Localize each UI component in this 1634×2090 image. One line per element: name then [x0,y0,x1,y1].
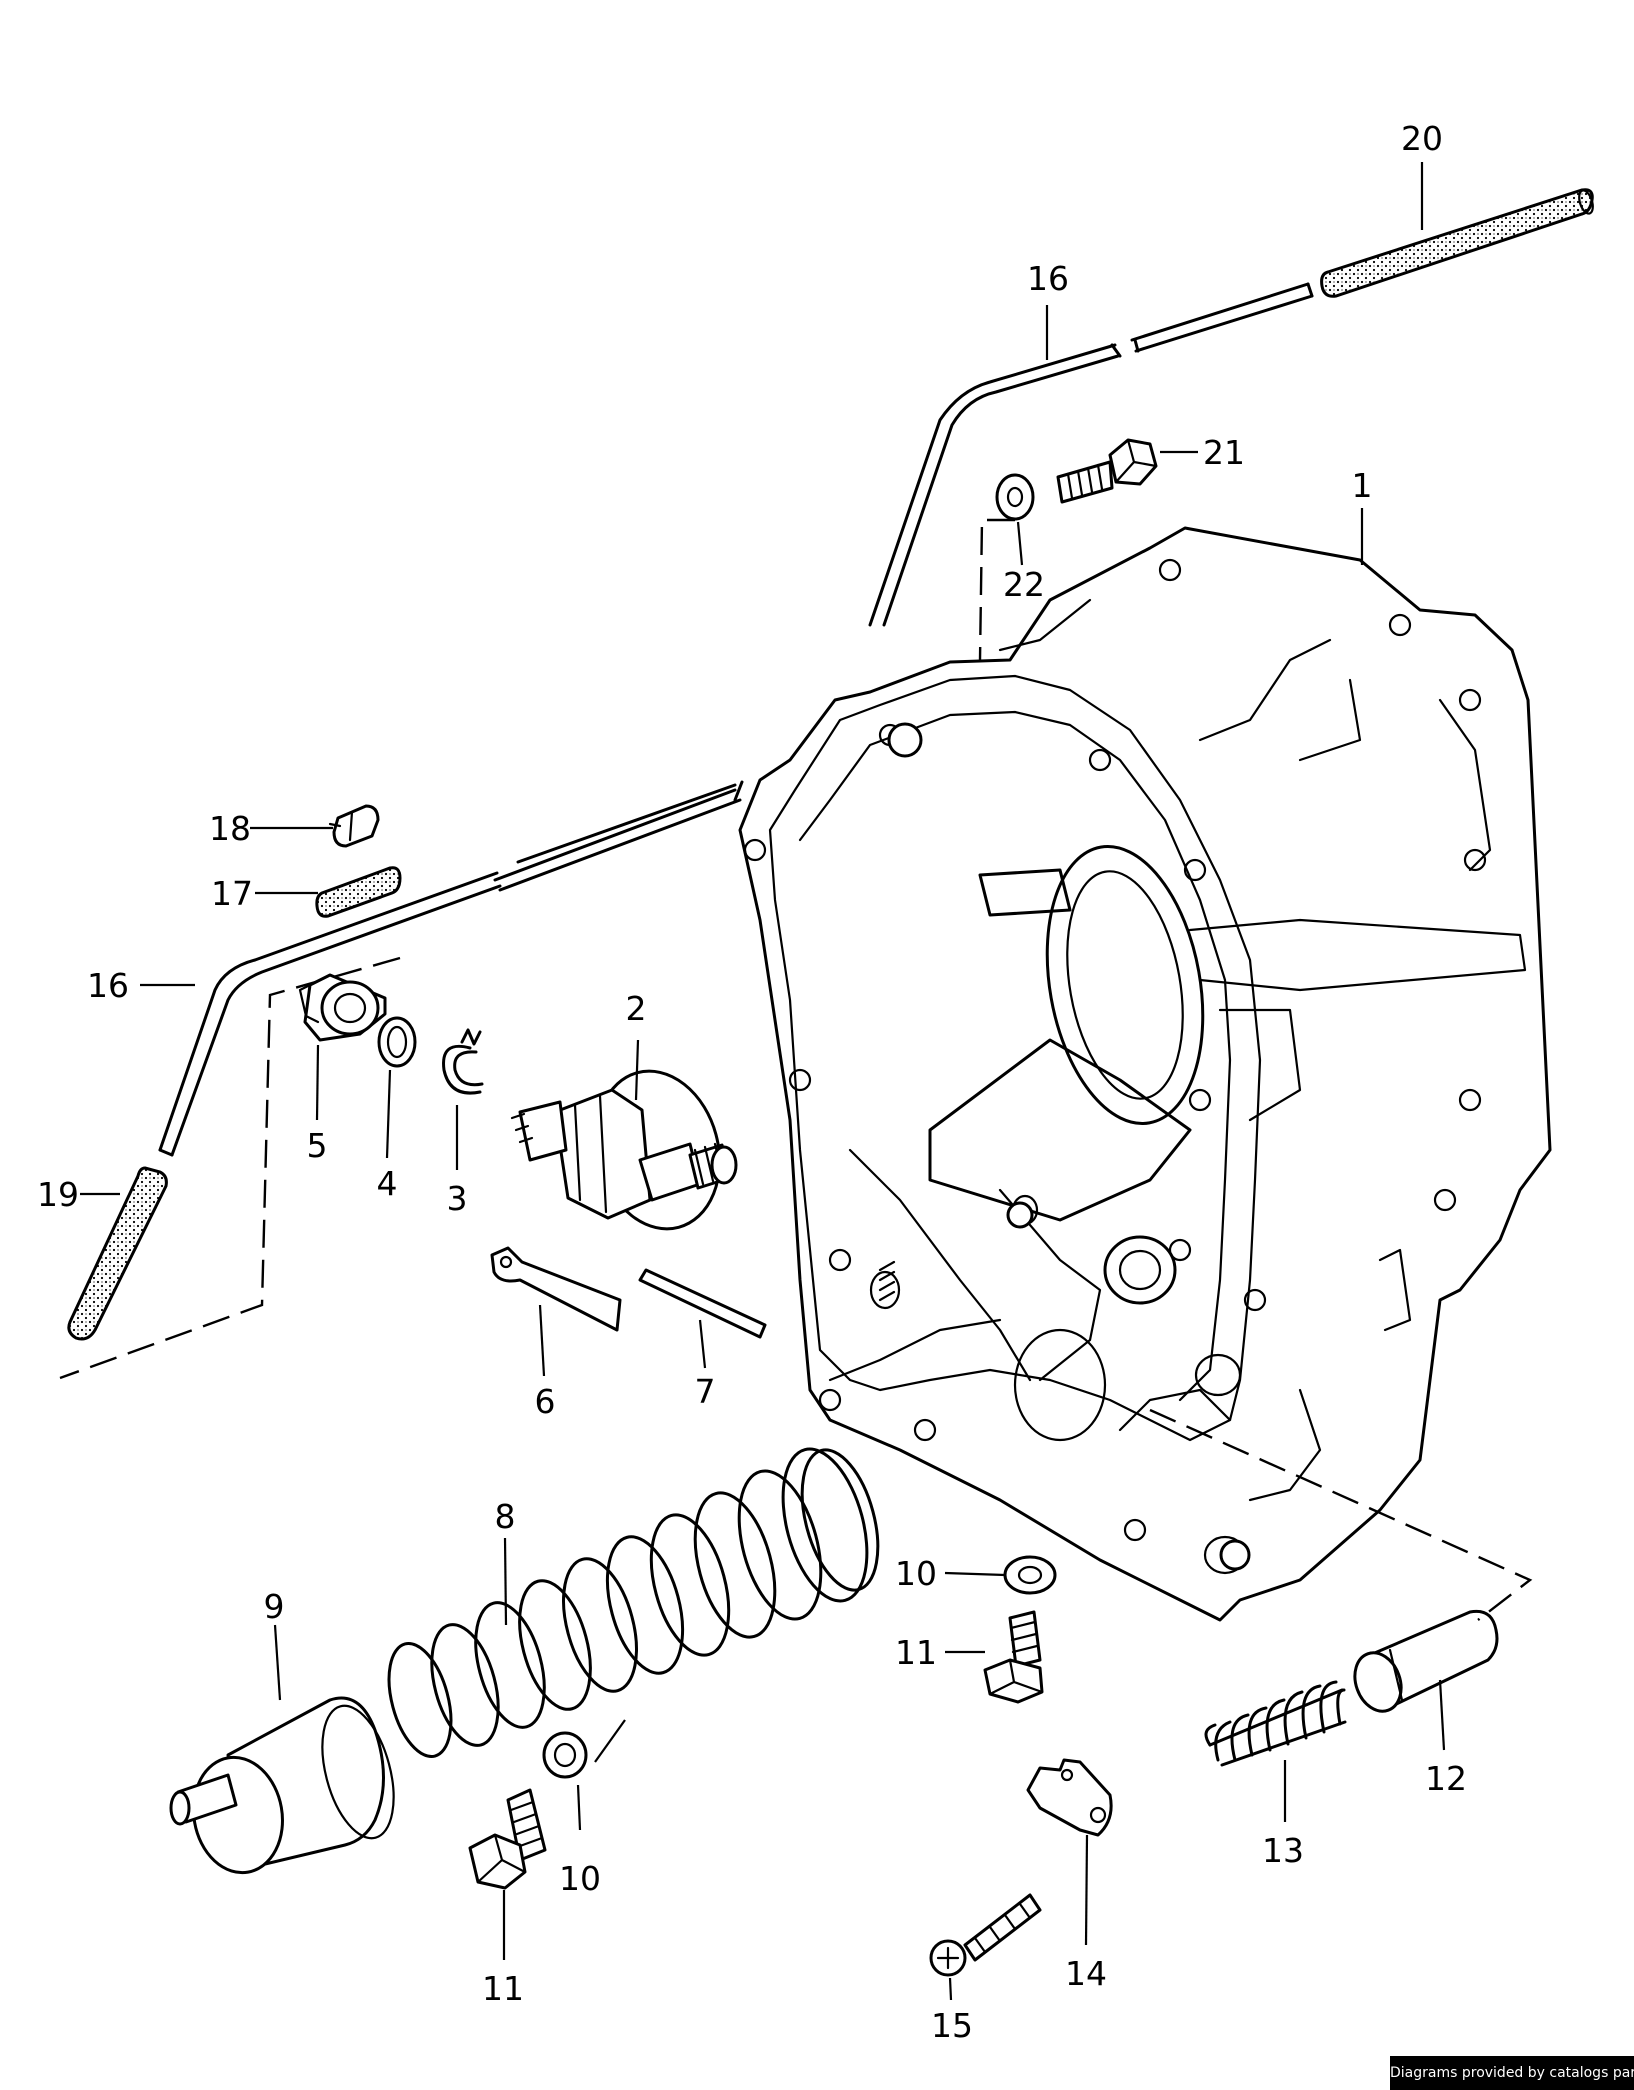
callout-12: 12 [1425,1759,1467,1798]
part-9-cylinder [169,1696,395,1875]
part-8-coil-spring [387,1447,880,1758]
callout-11-upper: 11 [895,1633,937,1672]
callout-2: 2 [626,989,647,1028]
part-7-pin [638,1268,767,1339]
callout-20: 20 [1401,119,1443,158]
part-11-bolt-upper [983,1610,1044,1704]
callout-16-upper: 16 [1027,259,1069,298]
callout-4: 4 [377,1164,398,1203]
callout-16-lower: 16 [87,966,129,1005]
callout-13: 13 [1262,1831,1304,1870]
dashed-guide-right [1149,1408,1533,1621]
callout-15: 15 [931,2006,973,2045]
callout-9: 9 [264,1587,285,1626]
part-14-bracket [1026,1758,1113,1837]
credit-banner: Diagrams provided by catalogs parts [1390,2056,1634,2090]
part-21-bolt [1056,438,1158,504]
part-11-bolt-lower [468,1788,547,1890]
callout-17: 17 [211,874,253,913]
part-10-washer-upper [1003,1555,1057,1595]
part-16-cable-lower [158,780,744,1157]
callout-22: 22 [1003,565,1045,604]
callout-3: 3 [447,1179,468,1218]
part-1-housing [738,526,1552,1622]
leader-lines [80,162,1446,2001]
callout-6: 6 [535,1382,556,1421]
part-2-sensor [510,1069,738,1231]
part-10-washer-lower [542,1731,588,1779]
part-18-clip [328,804,380,848]
part-17-sleeve [315,866,402,918]
callout-5: 5 [307,1126,328,1165]
dashed-guide-22 [978,518,1015,661]
part-19-sleeve [67,1166,168,1341]
part-13-spring [1204,1680,1347,1767]
part-22-washer [995,473,1035,521]
callout-1: 1 [1352,466,1373,505]
callout-11-lower: 11 [482,1969,524,2008]
part-12-sleeve [1353,1609,1499,1713]
callout-10-upper: 10 [895,1554,937,1593]
callout-7: 7 [695,1372,716,1411]
part-16-cable-upper [868,282,1314,627]
part-4-o-ring [377,1016,417,1068]
part-6-tab [490,1246,622,1332]
callout-8: 8 [495,1497,516,1536]
callout-14: 14 [1065,1954,1107,1993]
callout-19: 19 [37,1175,79,1214]
callout-10-lower: 10 [559,1859,601,1898]
callout-18: 18 [209,809,251,848]
callout-labels: 1 2 3 4 5 6 7 8 9 10 10 11 11 12 13 14 1… [37,119,1467,2045]
callout-21: 21 [1203,433,1245,472]
part-20-sleeve-upper [1320,188,1594,298]
part-3-spring-clip [442,1028,484,1095]
part-5-fitting [298,973,387,1042]
part-15-screw [929,1893,1042,1977]
